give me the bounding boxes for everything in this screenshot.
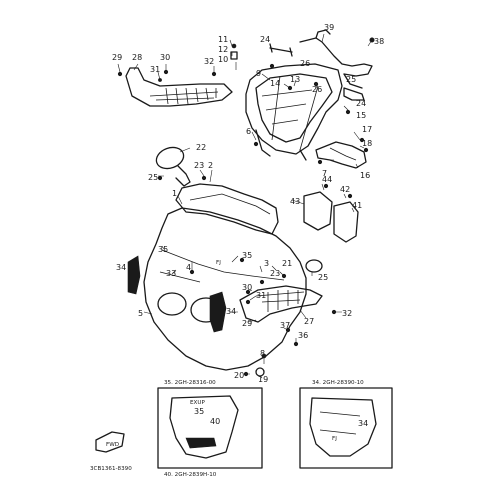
callout-10: 10 <box>218 55 228 64</box>
fairing-stay-frame <box>230 29 375 169</box>
callout-15: 15 <box>356 111 366 120</box>
callout-12: 12 <box>218 45 228 54</box>
callout-44: 44 <box>322 175 332 184</box>
callout-18: 18 <box>362 139 372 148</box>
windscreen <box>175 183 279 235</box>
callout-19: 19 <box>258 375 268 384</box>
callout-37: 37 <box>280 321 290 330</box>
callout-7: 7 <box>322 169 327 178</box>
callout-5: 5 <box>138 309 143 318</box>
callout-35-mid: 35 <box>242 251 252 260</box>
callout-39: 39 <box>324 23 334 32</box>
front-direction-label: FWD <box>106 442 119 448</box>
side-brackets <box>303 183 359 243</box>
callout-33: 33 <box>166 269 176 278</box>
callout-14: 14 <box>270 79 280 88</box>
callout-31-top: 31 <box>150 65 160 74</box>
callout-26-mid: 26 <box>312 85 322 94</box>
callout-29-mid: 29 <box>242 319 252 328</box>
callout-2: 2 <box>208 161 213 170</box>
callout-22: 22 <box>196 143 206 152</box>
callout-16: 16 <box>360 171 370 180</box>
callout-32-top: 32 <box>204 57 214 66</box>
callout-27: 27 <box>304 317 314 326</box>
callout-4: 4 <box>186 263 191 272</box>
front-direction-badge: FWD <box>95 431 125 453</box>
air-duct-upper <box>117 67 233 107</box>
callout-11: 11 <box>218 35 228 44</box>
callout-38: 38 <box>374 37 384 46</box>
callout-35-detail: 35 <box>194 407 204 416</box>
callout-40: 40 <box>210 417 220 426</box>
callout-9: 9 <box>256 69 261 78</box>
caption-40-partno: 40. 2GH-2839H-10 <box>164 472 217 478</box>
callout-23-mid: 23 <box>270 269 280 278</box>
rear-view-mirror <box>155 146 191 187</box>
callout-35-left: 35 <box>158 245 168 254</box>
caption-34-partno: 34. 2GH-28390-10 <box>312 380 364 386</box>
callout-41: 41 <box>352 201 362 210</box>
fasteners <box>189 175 337 377</box>
callout-25-top: 25 <box>346 75 356 84</box>
callout-labels: 39 38 11 12 10 24 26 29 28 30 31 32 9 14… <box>112 23 384 428</box>
callout-30-mid: 30 <box>242 283 252 292</box>
callout-28: 28 <box>132 53 142 62</box>
callout-6: 6 <box>246 127 251 136</box>
callout-29-top: 29 <box>112 53 122 62</box>
drawing-code: 3CB1361-8390 <box>90 466 132 472</box>
callout-3: 3 <box>264 259 269 268</box>
callout-31-mid: 31 <box>256 291 266 300</box>
callout-20: 20 <box>234 371 244 380</box>
callout-1: 1 <box>172 189 177 198</box>
callout-32-mid: 32 <box>342 309 352 318</box>
callout-17: 17 <box>362 125 372 134</box>
callout-43: 43 <box>290 197 300 206</box>
callout-34-mid: 34 <box>226 307 236 316</box>
callout-13: 13 <box>290 75 300 84</box>
callout-21: 21 <box>282 259 292 268</box>
callout-23-top: 23 <box>194 161 204 170</box>
leader-lines <box>117 33 373 379</box>
callout-24-top: 24 <box>260 35 270 44</box>
caption-35-partno: 35. 2GH-28316-00 <box>164 380 216 386</box>
svg-text:FJ: FJ <box>332 436 337 442</box>
svg-text:EXUP: EXUP <box>190 400 205 406</box>
detail-box-right: FJ <box>299 387 393 469</box>
callout-36: 36 <box>298 331 308 340</box>
captions: 35. 2GH-28316-00 40. 2GH-2839H-10 34. 2G… <box>90 380 364 478</box>
callout-8: 8 <box>260 349 265 358</box>
callout-42: 42 <box>340 185 350 194</box>
front-fairing-body: FJ <box>127 207 307 371</box>
detail-box-left: EXUP <box>157 387 263 469</box>
callout-34-left: 34 <box>116 263 126 272</box>
callout-26-top: 26 <box>300 59 310 68</box>
callout-34-detail: 34 <box>358 419 368 428</box>
callout-24-mid: 24 <box>356 99 366 108</box>
callout-25-mid: 25 <box>318 273 328 282</box>
callout-25-mirror: 25 <box>148 173 158 182</box>
callout-30-top: 30 <box>160 53 170 62</box>
svg-text:FJ: FJ <box>216 260 221 266</box>
